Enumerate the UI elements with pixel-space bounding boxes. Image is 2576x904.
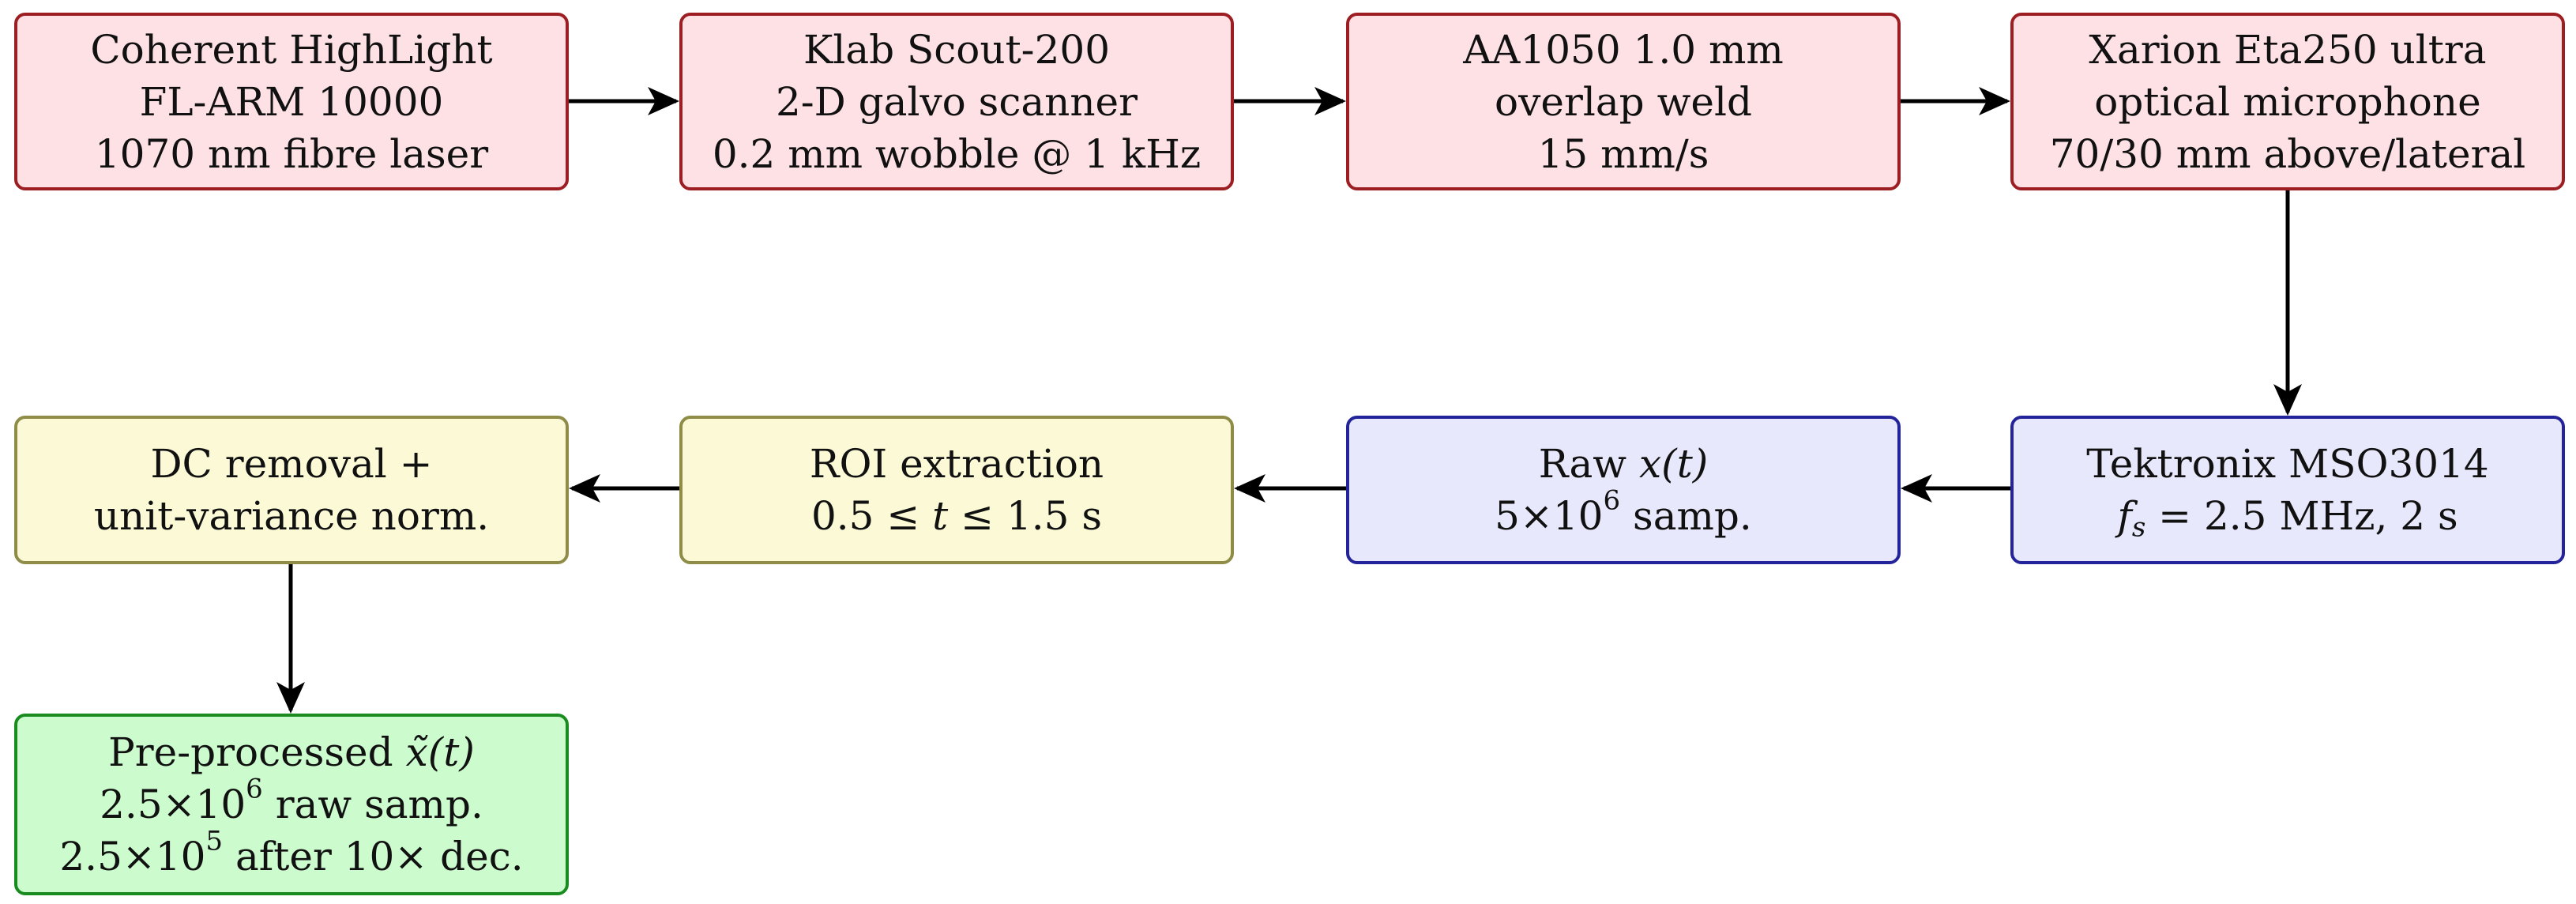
raw-signal-node: Raw x(t) 5×106 samp.	[1346, 416, 1901, 564]
raw-samples-unit: raw samp.	[262, 782, 483, 827]
normalization-node: DC removal + unit-variance norm.	[14, 416, 569, 564]
sampling-value: = 2.5 MHz, 2 s	[2145, 493, 2458, 539]
microphone-node: Xarion Eta250 ultra optical microphone 7…	[2010, 13, 2565, 190]
preprocessed-symbol: x̃(t)	[405, 729, 475, 775]
arrowhead-raw-to-roi	[1234, 474, 1265, 503]
laser-spec: 1070 nm fibre laser	[94, 130, 489, 177]
preprocessed-label: Pre-processed	[108, 729, 406, 775]
roi-range-lower: 0.5 ≤	[810, 493, 933, 539]
laser-source-node: Coherent HighLight FL-ARM 10000 1070 nm …	[14, 13, 569, 190]
arrowhead-normalization-to-preprocessed	[276, 682, 305, 714]
weld-type: overlap weld	[1495, 78, 1752, 125]
laser-model: FL-ARM 10000	[139, 78, 444, 125]
decimated-unit: after 10× dec.	[223, 834, 524, 880]
oscilloscope-sampling: fs = 2.5 MHz, 2 s	[2117, 490, 2458, 542]
arrowhead-roi-to-normalization	[569, 474, 600, 503]
raw-samples-exponent: 6	[246, 773, 263, 805]
weld-material: AA1050 1.0 mm	[1463, 26, 1784, 73]
arrowhead-scanner-to-weld	[1314, 87, 1346, 115]
arrowhead-weld-to-microphone	[1979, 87, 2010, 115]
scanner-type: 2-D galvo scanner	[775, 78, 1138, 125]
scanner-node: Klab Scout-200 2-D galvo scanner 0.2 mm …	[679, 13, 1234, 190]
oscilloscope-node: Tektronix MSO3014 fs = 2.5 MHz, 2 s	[2010, 416, 2565, 564]
raw-sample-count: 5×106 samp.	[1495, 488, 1752, 542]
raw-count-base: 5×10	[1495, 493, 1604, 539]
preprocessed-raw-count: 2.5×106 raw samp.	[100, 776, 483, 831]
raw-signal-title: Raw x(t)	[1539, 438, 1709, 490]
scanner-wobble: 0.2 mm wobble @ 1 kHz	[712, 130, 1202, 177]
preprocessed-decimated-count: 2.5×105 after 10× dec.	[59, 828, 524, 883]
decimated-base: 2.5×10	[59, 834, 206, 880]
microphone-name: Xarion Eta250 ultra	[2089, 26, 2487, 73]
raw-signal-symbol: x(t)	[1638, 441, 1709, 487]
roi-extraction-node: ROI extraction 0.5 ≤ t ≤ 1.5 s	[679, 416, 1234, 564]
arrowhead-laser-to-scanner	[648, 87, 679, 115]
roi-title: ROI extraction	[809, 441, 1104, 487]
sampling-symbol: f	[2117, 493, 2132, 539]
roi-range: 0.5 ≤ t ≤ 1.5 s	[811, 490, 1102, 542]
raw-label: Raw	[1538, 441, 1639, 487]
decimated-exponent: 5	[205, 825, 224, 857]
laser-name: Coherent HighLight	[90, 26, 493, 73]
normalization-step-1: DC removal +	[150, 441, 433, 487]
roi-range-variable: t	[932, 493, 949, 539]
weld-speed: 15 mm/s	[1537, 130, 1709, 177]
preprocessed-title: Pre-processed x̃(t)	[108, 726, 475, 778]
scanner-name: Klab Scout-200	[803, 26, 1111, 73]
sampling-subscript: s	[2131, 511, 2146, 544]
weld-node: AA1050 1.0 mm overlap weld 15 mm/s	[1346, 13, 1901, 190]
oscilloscope-name: Tektronix MSO3014	[2086, 441, 2489, 487]
arrowhead-microphone-to-oscilloscope	[2273, 384, 2302, 416]
arrowhead-oscilloscope-to-raw	[1901, 474, 1932, 503]
preprocessed-output-node: Pre-processed x̃(t) 2.5×106 raw samp. 2.…	[14, 714, 569, 895]
raw-count-unit: samp.	[1620, 493, 1752, 539]
microphone-type: optical microphone	[2094, 78, 2481, 125]
roi-range-upper: ≤ 1.5 s	[948, 493, 1103, 539]
raw-samples-base: 2.5×10	[100, 782, 246, 827]
normalization-step-2: unit-variance norm.	[93, 493, 490, 539]
microphone-position: 70/30 mm above/lateral	[2049, 130, 2526, 177]
raw-count-exponent: 6	[1603, 484, 1621, 517]
